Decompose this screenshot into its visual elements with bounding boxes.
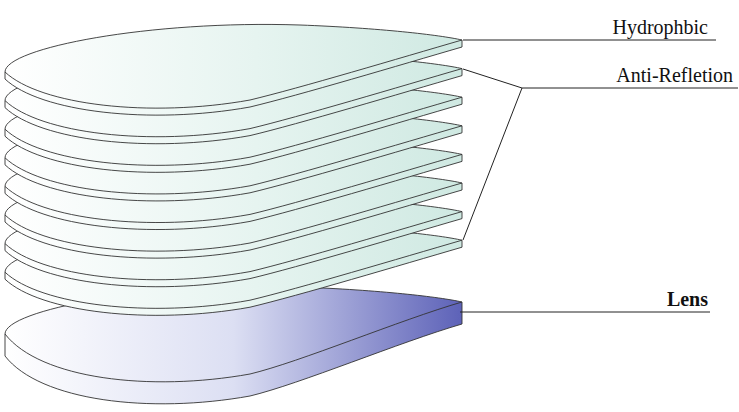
leader-line bbox=[522, 88, 738, 89]
leader-line bbox=[463, 40, 716, 41]
leader-line bbox=[463, 88, 522, 240]
leader-line bbox=[463, 69, 522, 88]
layer-label: Hydrophbic bbox=[612, 17, 708, 37]
coating-layer bbox=[5, 24, 462, 115]
leader-line bbox=[460, 312, 710, 313]
layer-label: Anti-Refletion bbox=[616, 65, 733, 85]
layer-label: Lens bbox=[667, 289, 708, 309]
